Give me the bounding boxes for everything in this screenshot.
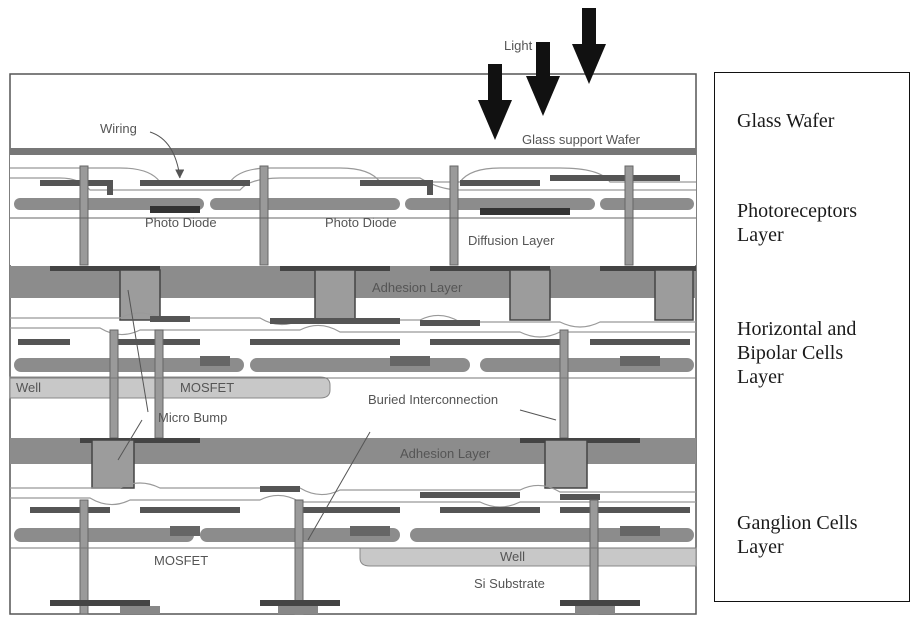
photo-diode-label-1: Photo Diode xyxy=(145,215,217,230)
micro-bump-label: Micro Bump xyxy=(158,410,227,425)
glass-support-label: Glass support Wafer xyxy=(522,132,641,147)
light-arrow-icon xyxy=(526,42,560,116)
buried-interconnection-label: Buried Interconnection xyxy=(368,392,498,407)
adhesion-layer-1 xyxy=(10,266,696,321)
ganglion-layer xyxy=(10,482,697,615)
light-arrow-icon xyxy=(572,8,606,84)
diffusion-layer-label: Diffusion Layer xyxy=(468,233,555,248)
light-arrows xyxy=(478,8,606,140)
glass-wafer-bottom-band xyxy=(10,148,696,155)
si-substrate-label: Si Substrate xyxy=(474,576,545,591)
adhesion-layer-label-2: Adhesion Layer xyxy=(400,446,491,461)
photoreceptor-layer xyxy=(10,155,696,266)
layer-legend-panel: Glass Wafer Photoreceptors Layer Horizon… xyxy=(714,72,910,602)
wiring-label: Wiring xyxy=(100,121,137,136)
adhesion-layer-2 xyxy=(10,438,696,489)
light-label: Light xyxy=(504,38,533,53)
well-label-2: Well xyxy=(500,549,525,564)
mosfet-label-2: MOSFET xyxy=(154,553,208,568)
legend-glass-wafer: Glass Wafer xyxy=(737,110,835,132)
legend-ganglion-cells-layer: Ganglion Cells Layer xyxy=(737,512,858,558)
well-label-1: Well xyxy=(16,380,41,395)
light-arrow-icon xyxy=(478,64,512,140)
mosfet-label-1: MOSFET xyxy=(180,380,234,395)
legend-photoreceptors-layer: Photoreceptors Layer xyxy=(737,200,857,246)
adhesion-layer-label-1: Adhesion Layer xyxy=(372,280,463,295)
horizontal-bipolar-layer xyxy=(9,312,696,439)
legend-horizontal-bipolar-layer: Horizontal and Bipolar Cells Layer xyxy=(737,318,857,388)
leader-lines xyxy=(117,131,557,541)
photo-diode-label-2: Photo Diode xyxy=(325,215,397,230)
